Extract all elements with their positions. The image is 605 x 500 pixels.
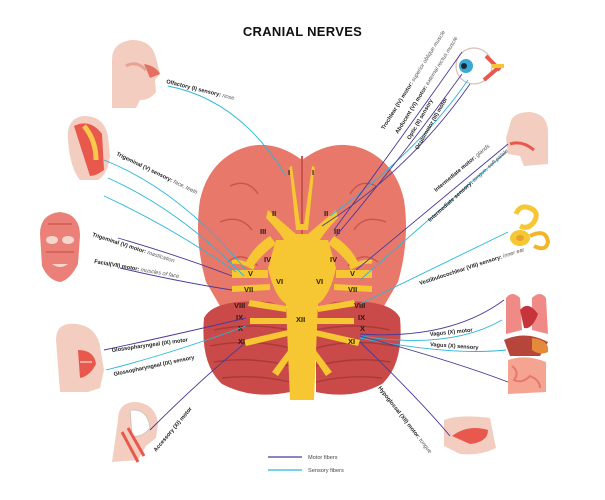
head-intermediate-illustration <box>506 112 548 166</box>
trigeminal-motor-fiber <box>117 237 233 277</box>
trochlear-fiber <box>333 51 463 231</box>
label-vagus-sensory: Vagus (X) sensory <box>430 342 480 351</box>
head-trigeminal-illustration <box>67 116 110 180</box>
vagus-sensory-fiber-1 <box>359 319 503 341</box>
intermediate-motor-fiber <box>355 143 509 271</box>
numeral-x-left: X <box>238 324 243 333</box>
inner-ear-illustration <box>510 204 551 251</box>
numeral-viii-right: VIII <box>354 301 365 310</box>
legend-sensory-label: Sensory fibers <box>308 468 344 474</box>
label-vestibulocochlear: Vestibulocochlear (VIII) sensory: inner … <box>419 247 527 287</box>
trigeminal-sensory-fiber-1 <box>103 159 247 271</box>
label-vagus-motor: Vagus (X) motor <box>430 327 474 338</box>
facial-motor-fiber <box>119 267 233 291</box>
numeral-vii-right: VII <box>348 285 357 294</box>
diagram-title: CRANIAL NERVES <box>242 24 363 39</box>
label-accessory: Accessory (XI) motor <box>153 406 194 454</box>
accessory-fiber <box>149 343 245 431</box>
numeral-xi-left: XI <box>238 337 245 346</box>
head-nose-illustration <box>112 40 160 108</box>
numeral-xi-right: XI <box>348 337 355 346</box>
numeral-viii-left: VIII <box>234 301 245 310</box>
hypoglossal-fiber <box>359 341 451 437</box>
label-hypoglossal: Hypoglossal (XII) motor: tongue <box>376 386 432 455</box>
nerve-structure <box>231 166 373 400</box>
glosso-sensory-fiber <box>105 325 247 371</box>
label-olfactory: Olfactory (I) sensory: nose <box>166 79 235 102</box>
numeral-v-left: V <box>248 269 253 278</box>
head-throat-illustration <box>56 323 104 392</box>
numeral-ii-right: II <box>324 209 328 218</box>
brain <box>198 144 406 395</box>
numeral-ix-left: IX <box>236 313 243 322</box>
fiber-lines <box>103 51 509 437</box>
numeral-i-left: I <box>288 168 290 177</box>
numeral-iv-right: IV <box>330 255 337 264</box>
label-glosso-sensory: Glossopharyngeal (IX) sensory <box>113 355 196 378</box>
legend-motor-label: Motor fibers <box>308 455 338 461</box>
neck-accessory-illustration <box>112 402 158 463</box>
numeral-x-right: X <box>360 324 365 333</box>
roman-numerals: I I II II III III IV IV V V VI VI VII VI… <box>234 168 365 346</box>
numeral-vii-left: VII <box>244 285 253 294</box>
optic-fiber <box>329 79 469 217</box>
abducent-fiber <box>335 73 463 237</box>
trigeminal-sensory-fiber-3 <box>103 195 237 273</box>
numeral-iv-left: IV <box>264 255 271 264</box>
legend: Motor fibers Sensory fibers <box>268 455 344 474</box>
label-abducent: Abducent (VI) motor: external rectus mus… <box>395 36 460 135</box>
numeral-i-right: I <box>312 168 314 177</box>
organs-illustration <box>504 294 549 394</box>
numeral-ii-left: II <box>272 209 276 218</box>
label-trigeminal-sensory: Trigeminal (V) sensory: face, teeth <box>115 151 198 196</box>
numeral-iii-left: III <box>260 227 266 236</box>
trigeminal-sensory-fiber-2 <box>107 177 245 277</box>
numeral-ix-right: IX <box>358 313 365 322</box>
label-trigeminal-motor: Trigeminal (V) motor: mastication <box>91 232 175 264</box>
numeral-iii-right: III <box>334 227 340 236</box>
numeral-xii: XII <box>296 315 305 324</box>
vestibulocochlear-fiber <box>359 231 509 305</box>
face-muscles-illustration <box>40 212 80 282</box>
olfactory-fiber <box>167 85 287 177</box>
numeral-vi-left: VI <box>276 277 283 286</box>
intermediate-sensory-fiber <box>359 151 507 281</box>
vagus-motor-fiber-1 <box>359 299 505 336</box>
mouth-illustration <box>444 416 496 455</box>
eye-illustration <box>455 47 504 85</box>
oculomotor-fiber <box>321 83 471 227</box>
glosso-motor-fiber <box>103 317 247 351</box>
numeral-vi-right: VI <box>316 277 323 286</box>
vagus-motor-fiber-2 <box>359 335 509 383</box>
numeral-v-right: V <box>350 269 355 278</box>
